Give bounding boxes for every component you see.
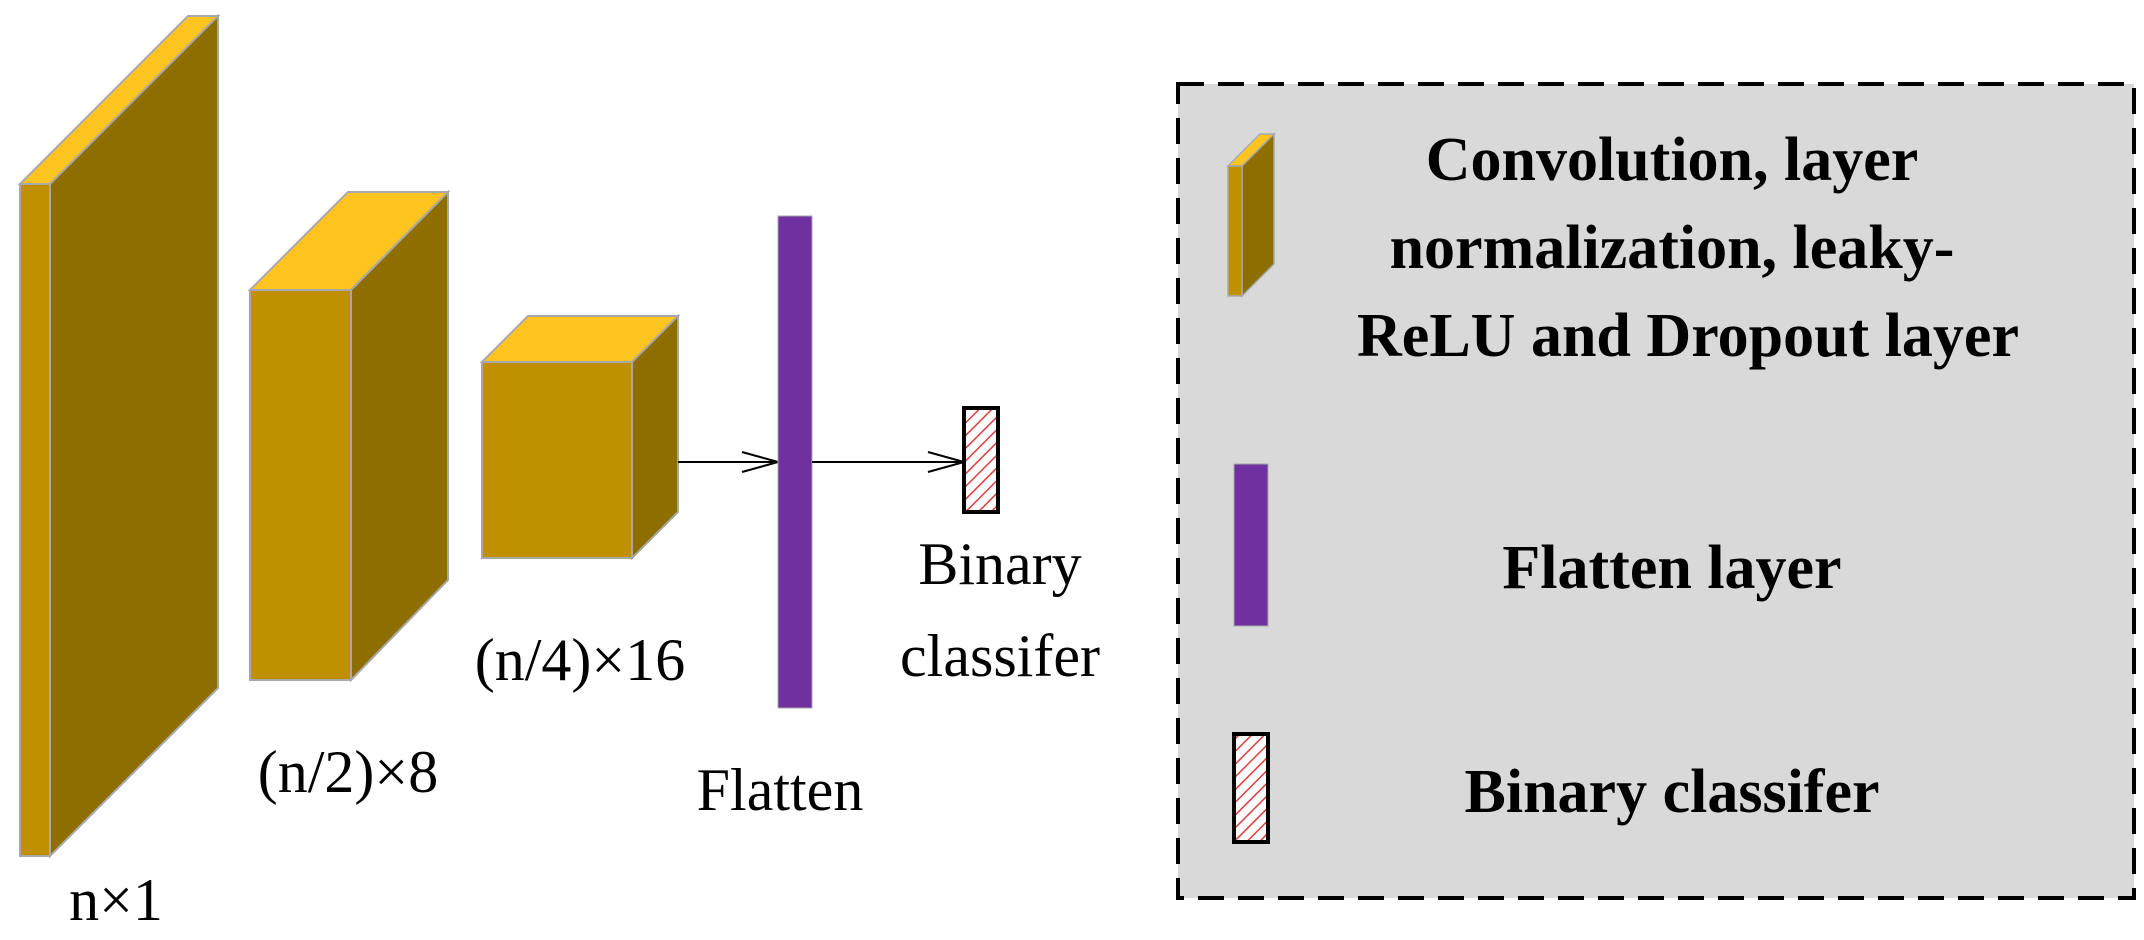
conv-block-3	[479, 313, 681, 561]
flatten-label: Flatten	[697, 757, 864, 823]
legend-classifier-text: Binary classifer	[1465, 758, 1880, 826]
legend: Convolution, layer normalization, leaky-…	[1176, 82, 2136, 900]
conv-block-1-label: n×1	[69, 867, 163, 933]
conv-block-2-label: (n/2)×8	[258, 739, 438, 805]
legend-conv-text-line3: ReLU and Dropout layer	[1357, 302, 2019, 370]
legend-conv-icon	[1226, 132, 1276, 298]
conv-block-2	[247, 189, 451, 683]
legend-conv-text-line1: Convolution, layer	[1426, 126, 1919, 194]
legend-conv-text-line2: normalization, leaky-	[1390, 214, 1955, 282]
conv-block-1	[17, 13, 221, 859]
binary-classifier-label-line2: classifer	[900, 623, 1100, 689]
flatten-bar	[777, 215, 813, 709]
legend-flatten-icon	[1233, 463, 1269, 627]
binary-classifier-box	[962, 406, 1000, 514]
binary-classifier-label-line1: Binary	[918, 531, 1081, 597]
legend-flatten-text: Flatten layer	[1502, 534, 1841, 602]
conv-block-3-label: (n/4)×16	[475, 627, 685, 693]
legend-box	[1176, 82, 2136, 900]
conv-block-1-front	[19, 183, 51, 857]
legend-classifier-icon	[1232, 732, 1270, 844]
conv-block-3-front	[481, 361, 633, 559]
conv-block-2-front	[249, 289, 352, 681]
